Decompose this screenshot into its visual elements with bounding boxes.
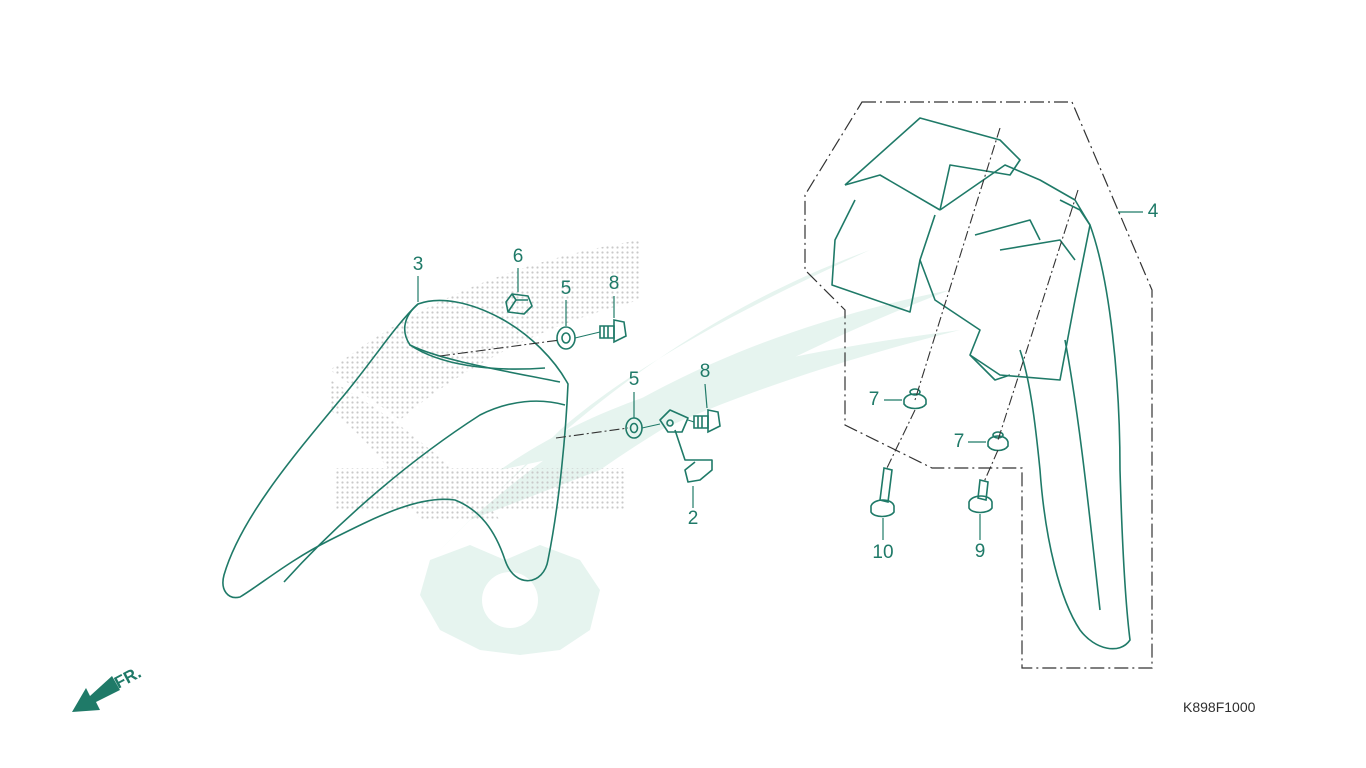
part-8-screw-lower [693,409,721,434]
label-part-7-right: 7 [953,431,965,452]
front-direction-arrow-icon [72,676,120,712]
label-part-5-lower: 5 [628,369,640,390]
label-part-3: 3 [412,254,424,275]
part-4-dashdot-outline [804,101,1153,669]
part-8-screw-upper [599,319,627,344]
part-9-bolt [968,479,993,514]
part-6-clip-nut [505,293,533,315]
label-part-4: 4 [1147,201,1159,222]
honda-wing-watermark [330,240,960,655]
part-10-bolt [870,467,895,518]
label-part-10: 10 [872,542,894,563]
hardware-stack-lines [574,331,695,429]
label-part-2: 2 [687,508,699,529]
part-7-grommet-left [903,388,927,410]
label-part-6: 6 [512,246,524,267]
part-4-inner-fender [831,117,1131,650]
label-leader-lines [417,211,1143,540]
part-2-bracket [659,409,713,483]
diagram-code: K898F1000 [1183,699,1256,715]
part-5-washer-upper [556,326,576,350]
label-part-5-upper: 5 [560,278,572,299]
label-part-9: 9 [974,541,986,562]
label-part-8-lower: 8 [699,361,711,382]
part-3-front-fender [222,299,569,599]
label-part-7-left: 7 [868,389,880,410]
assembly-lines [439,127,1079,483]
label-part-8-upper: 8 [608,273,620,294]
part-7-grommet-right [987,431,1009,452]
